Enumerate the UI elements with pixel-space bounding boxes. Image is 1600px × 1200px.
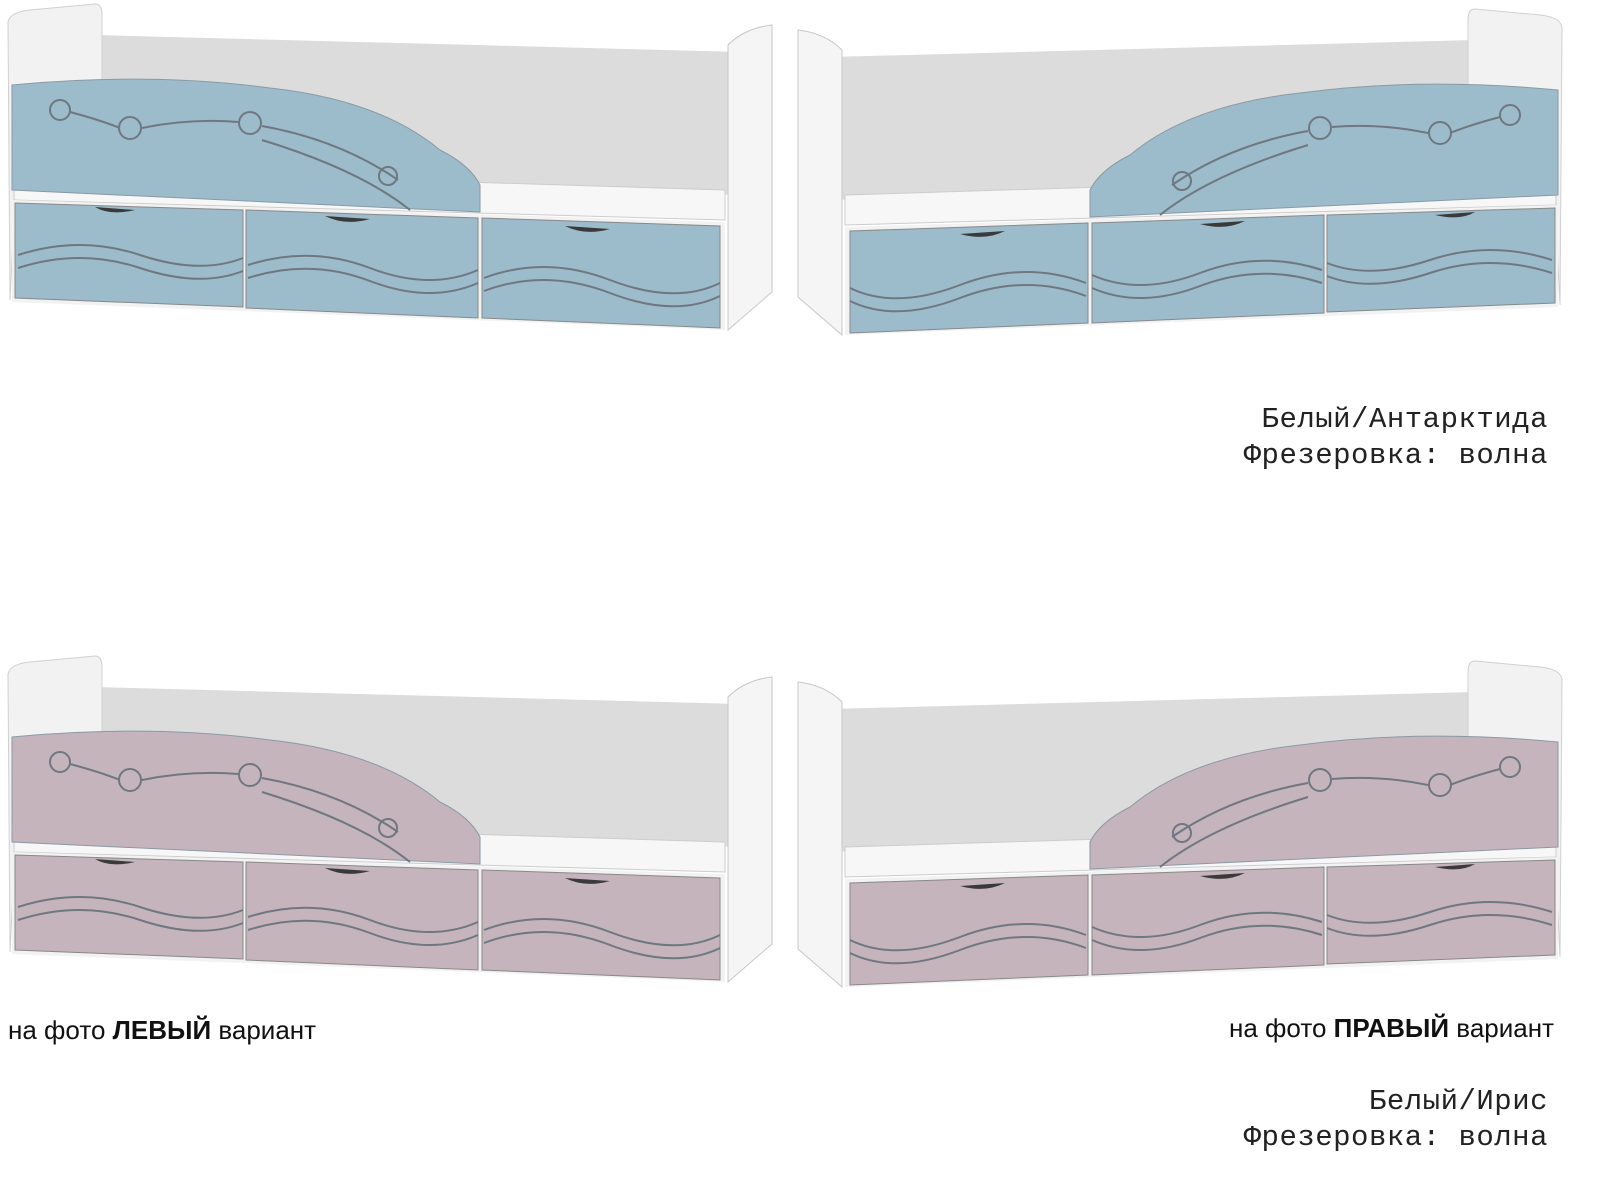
caption-suffix: вариант [1449,1013,1554,1043]
bed-image-antarctica-left [0,0,780,345]
caption-left-variant: на фото ЛЕВЫЙ вариант [8,1015,316,1046]
bed-image-iris-right [790,657,1570,1002]
milling-type: Фрезеровка: волна [1243,1121,1548,1154]
caption-right-variant: на фото ПРАВЫЙ вариант [1229,1013,1554,1044]
caption-suffix: вариант [211,1015,317,1045]
caption-prefix: на фото [8,1015,113,1045]
caption-prefix: на фото [1229,1013,1334,1043]
milling-type: Фрезеровка: волна [1243,439,1548,472]
bed-image-antarctica-right [790,5,1570,350]
variant-iris-label: Белый/Ирис Фрезеровка: волна [1244,1084,1548,1156]
caption-bold: ПРАВЫЙ [1333,1013,1450,1043]
caption-bold: ЛЕВЫЙ [112,1015,212,1045]
color-name: Белый/Антарктида [1261,403,1548,436]
color-name: Белый/Ирис [1368,1085,1548,1118]
bed-image-iris-left [0,652,780,997]
variant-antarctica-label: Белый/Антарктида Фрезеровка: волна [1244,402,1548,474]
